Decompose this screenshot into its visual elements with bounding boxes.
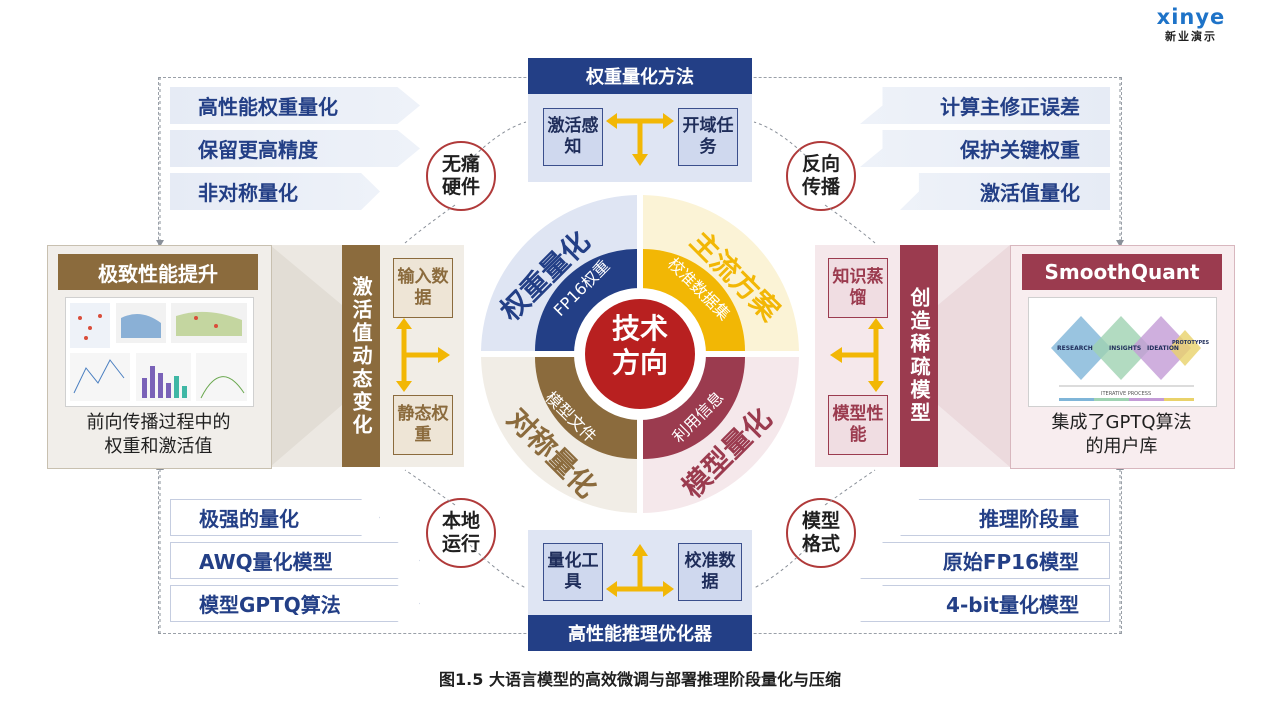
center-core-label: 技术方向 [600, 312, 680, 380]
left-bottom-box: 静态权重 [393, 395, 453, 455]
tag-text: 4-bit量化模型 [946, 593, 1079, 617]
diagram-label-prototypes: PROTOTYPES [1172, 340, 1210, 346]
tag-text: 极强的量化 [199, 507, 299, 531]
tag-top-left-1: 高性能权重量化 [170, 87, 420, 124]
bottom-right-box: 校准数据 [678, 543, 742, 601]
tag-bottom-right-1: 推理阶段量 [900, 499, 1110, 536]
figure-caption: 图1.5 大语言模型的高效微调与部署推理阶段量化与压缩 [439, 670, 841, 689]
tag-top-right-3: 激活值量化 [900, 173, 1110, 210]
logo-subtitle: 新业演示 [1165, 30, 1217, 43]
circle-bottom-left: 本地运行 [426, 498, 496, 568]
tag-text: 激活值量化 [980, 181, 1080, 205]
circle-bottom-right-text: 模型格式 [801, 510, 840, 555]
tag-text: 推理阶段量 [979, 507, 1079, 531]
diagram-label-iterative: ITERATIVE PROCESS [1101, 391, 1151, 397]
top-title: 权重量化方法 [528, 58, 752, 94]
right-card-text-1: 集成了GPTQ算法 [1051, 412, 1192, 433]
tag-bottom-left-3: 模型GPTQ算法 [170, 585, 420, 622]
top-right-box: 开域任务 [678, 108, 738, 166]
right-t-arrow [830, 318, 884, 392]
circle-bottom-right: 模型格式 [786, 498, 856, 568]
tag-top-left-3: 非对称量化 [170, 173, 380, 210]
right-card-text-2: 的用户库 [1085, 436, 1158, 457]
tag-text: 模型GPTQ算法 [199, 593, 341, 617]
bottom-left-box: 量化工具 [543, 543, 603, 601]
right-card-image: RESEARCH INSIGHTS IDEATION PROTOTYPES IT… [1028, 297, 1217, 407]
left-t-arrow [396, 318, 450, 392]
right-card-title: SmoothQuant [1022, 254, 1222, 290]
diagram-label-insights: INSIGHTS [1109, 345, 1141, 352]
tag-text: 保护关键权重 [960, 138, 1080, 162]
tag-top-left-2: 保留更高精度 [170, 130, 420, 167]
left-card-text-1: 前向传播过程中的 [86, 412, 231, 433]
tag-bottom-right-3: 4-bit量化模型 [860, 585, 1110, 622]
tag-text: 保留更高精度 [198, 138, 318, 162]
bottom-title: 高性能推理优化器 [528, 615, 752, 651]
left-top-box: 输入数据 [393, 258, 453, 318]
tag-text: AWQ量化模型 [199, 550, 333, 574]
right-vertical-bar: 创造稀疏模型 [900, 245, 938, 467]
circle-top-left: 无痛硬件 [426, 141, 496, 211]
right-bottom-box: 模型性能 [828, 395, 888, 455]
left-card-image [65, 297, 254, 407]
tag-top-right-1: 计算主修正误差 [860, 87, 1110, 124]
tag-bottom-right-2: 原始FP16模型 [860, 542, 1110, 579]
right-top-box: 知识蒸馏 [828, 258, 888, 318]
logo: xinye 新业演示 [1150, 6, 1232, 44]
circle-top-right: 反向传播 [786, 141, 856, 211]
left-card-connector [270, 245, 342, 467]
tag-bottom-left-2: AWQ量化模型 [170, 542, 420, 579]
top-t-arrow [606, 113, 674, 166]
tag-bottom-left-1: 极强的量化 [170, 499, 380, 536]
core-text: 技术方向 [611, 312, 668, 379]
tag-text: 原始FP16模型 [942, 550, 1079, 574]
top-left-box: 激活感知 [543, 108, 603, 166]
left-card-title: 极致性能提升 [58, 254, 258, 290]
dashboard-thumbnail-icon [70, 303, 247, 401]
diagram-label-research: RESEARCH [1057, 345, 1093, 352]
circle-top-left-text: 无痛硬件 [441, 153, 480, 198]
right-card-connector [938, 245, 1010, 467]
bottom-t-arrow [606, 544, 674, 597]
tag-text: 非对称量化 [198, 181, 298, 205]
diagram-label-ideation: IDEATION [1147, 345, 1179, 352]
circle-bottom-left-text: 本地运行 [441, 510, 480, 555]
center-wheel [481, 195, 799, 513]
process-diagram-icon: RESEARCH INSIGHTS IDEATION PROTOTYPES IT… [1032, 301, 1213, 403]
logo-brand: xinye [1156, 5, 1226, 29]
tag-text: 计算主修正误差 [940, 95, 1080, 119]
circle-top-right-text: 反向传播 [801, 153, 840, 198]
tag-top-right-2: 保护关键权重 [860, 130, 1110, 167]
tag-text: 高性能权重量化 [198, 95, 338, 119]
left-vertical-bar: 激活值动态变化 [342, 245, 380, 467]
left-card-text-2: 权重和激活值 [104, 436, 213, 457]
